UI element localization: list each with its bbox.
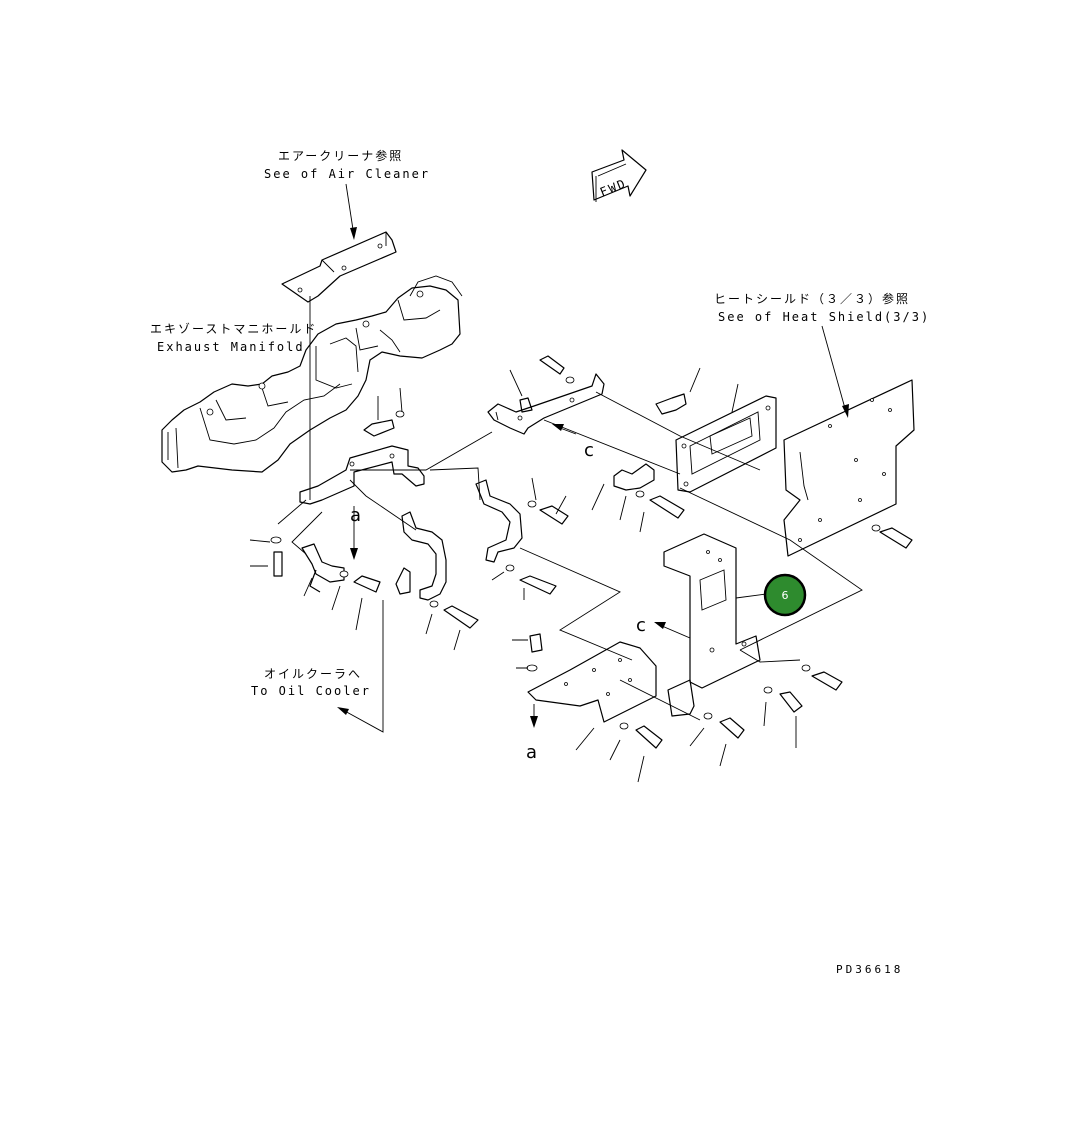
- bolt-set: [270, 355, 913, 749]
- heat-shield-plate: [783, 379, 915, 557]
- window-frame-bracket: [675, 395, 777, 493]
- drawing-code: PD36618: [836, 963, 903, 976]
- part-leaders: [249, 367, 797, 783]
- clip-bracket-left: [301, 543, 345, 593]
- z-bracket-center: [475, 479, 523, 563]
- callout-6[interactable]: 6: [763, 573, 807, 617]
- bracket-upper-center: [487, 373, 605, 435]
- ref-a-lower: a: [526, 742, 537, 763]
- exhaust-manifold: [161, 275, 463, 473]
- vertical-support-bracket: [663, 533, 761, 717]
- assembly-lines: [277, 296, 863, 721]
- fwd-arrow-icon: FWD: [591, 149, 647, 202]
- ref-c-lower: c: [636, 615, 646, 636]
- exhaust-manifold-label-en: Exhaust Manifold: [157, 340, 305, 354]
- bracket-upper-left: [299, 445, 425, 505]
- oil-cooler-label-en: To Oil Cooler: [251, 684, 371, 698]
- oil-cooler-label-jp: オイルクーラへ: [264, 667, 362, 681]
- pipe-strap-bracket: [395, 511, 447, 601]
- air-cleaner-label-jp: エアークリーナ参照: [278, 148, 403, 163]
- exhaust-manifold-label-jp: エキゾーストマニホールド: [150, 322, 317, 336]
- heat-shield-label-jp: ヒートシールド（３／３）参照: [714, 291, 910, 306]
- reference-arrows: [350, 424, 691, 728]
- svg-text:6: 6: [782, 589, 789, 602]
- heat-shield-label-en: See of Heat Shield(3/3): [718, 310, 930, 324]
- ref-c-upper: c: [584, 440, 594, 461]
- air-cleaner-bracket: [281, 231, 397, 303]
- l-bracket-right: [613, 393, 687, 491]
- lower-base-plate: [527, 641, 657, 723]
- svg-text:FWD: FWD: [598, 176, 629, 199]
- air-cleaner-label-en: See of Air Cleaner: [264, 167, 430, 181]
- ref-a-upper: a: [350, 505, 361, 526]
